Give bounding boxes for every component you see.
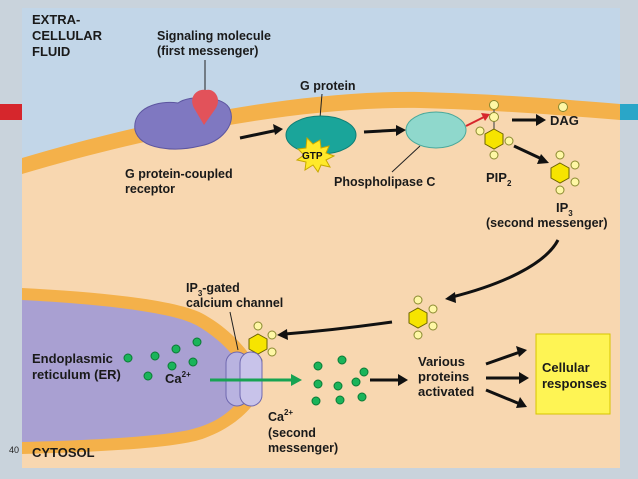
- receptor-label: G protein-coupled receptor: [125, 167, 236, 196]
- ip3-description: (second messenger): [486, 216, 608, 230]
- arrow-gprotein-to-plc: [363, 128, 401, 134]
- channel-pointer-line: [229, 311, 239, 351]
- proteins-label: Various proteins activated: [418, 354, 474, 399]
- slide-accent-right: [620, 104, 638, 120]
- er-label: Endoplasmic reticulum (ER): [32, 351, 121, 382]
- arrow-ip3-to-channel: [451, 239, 560, 299]
- gtp-label: GTP: [302, 151, 323, 162]
- arrow-to-ip3: [513, 144, 545, 162]
- arrowhead: [516, 397, 527, 408]
- ca-second-messenger-label: Ca2+ (second messenger): [268, 404, 338, 455]
- pip2-label: PIP2: [486, 170, 512, 188]
- arrow-to-channel: [284, 320, 393, 336]
- endoplasmic-reticulum: [22, 300, 246, 442]
- arrowhead: [481, 113, 490, 121]
- plc-pointer-line: [391, 145, 421, 173]
- ca-label: Ca2+: [165, 370, 191, 386]
- arrowhead: [536, 114, 546, 126]
- g-protein-label: G protein: [300, 79, 356, 93]
- calcium-ions-er: [123, 337, 202, 381]
- ip3-label: IP3: [556, 200, 573, 218]
- arrow-to-responses-lower: [485, 388, 521, 406]
- cellular-responses-box: [535, 333, 611, 415]
- arrowhead: [398, 374, 408, 386]
- arrowhead: [291, 374, 302, 386]
- dag-molecule: [558, 102, 568, 112]
- arrowhead: [516, 346, 527, 357]
- extracellular-label: EXTRA- CELLULAR FLUID: [32, 12, 106, 59]
- calcium-ions-cytosol: [311, 355, 369, 406]
- arrowhead: [273, 124, 283, 135]
- channel-label: IP3-gated calcium channel: [186, 281, 283, 310]
- arrow-receptor-to-gprotein: [239, 128, 279, 140]
- arrow-to-responses-upper: [485, 350, 521, 366]
- arrowhead: [396, 125, 406, 136]
- arrowhead: [519, 372, 529, 384]
- arrow-plc-to-pip2: [465, 115, 487, 127]
- page-number: 40: [9, 445, 20, 455]
- slide-accent-left: [0, 104, 22, 120]
- phospholipase-label: Phospholipase C: [334, 175, 435, 189]
- signaling-molecule: [192, 89, 219, 125]
- arrowhead: [537, 154, 549, 164]
- signaling-molecule-label: Signaling molecule (first messenger): [157, 29, 274, 58]
- dag-label: DAG: [550, 113, 579, 128]
- phospholipase-c: [405, 111, 467, 149]
- cellular-responses-label: Cellular responses: [542, 360, 607, 391]
- pip2-molecule: [475, 100, 514, 160]
- ip3-molecule: [550, 150, 580, 195]
- arrowhead: [277, 329, 288, 340]
- g-protein-pointer-line: [319, 93, 323, 119]
- cytosol-label: CYTOSOL: [32, 445, 95, 460]
- ip3-molecule-free: [408, 295, 438, 340]
- arrowhead: [445, 292, 456, 303]
- gtp-burst: [295, 136, 336, 174]
